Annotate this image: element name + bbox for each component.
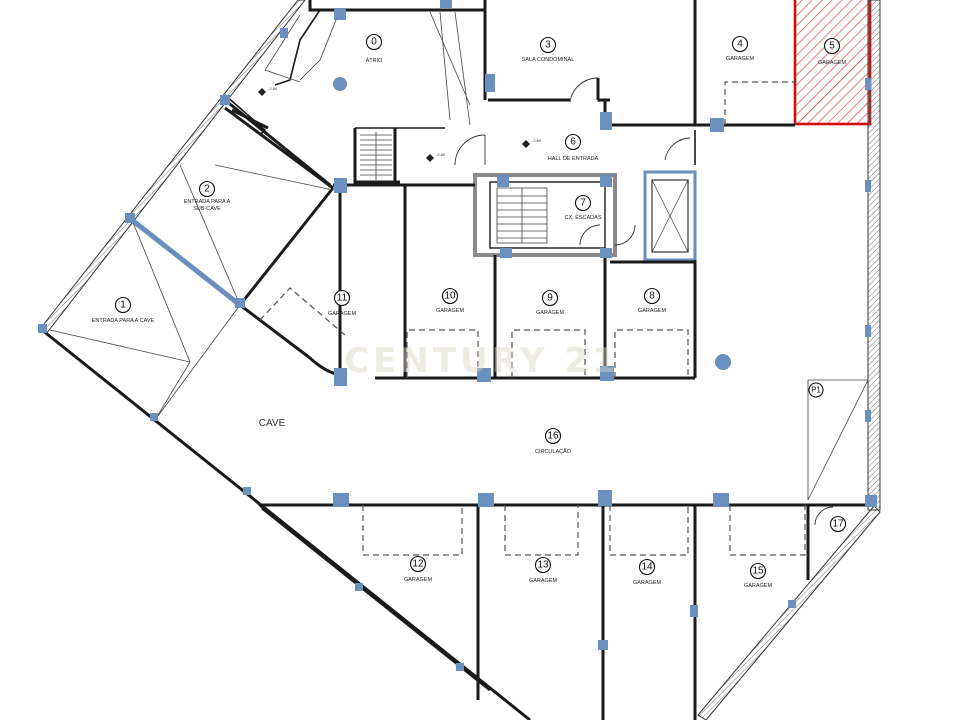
room-number: 16 — [547, 431, 559, 442]
level-mark: -2,80 — [436, 152, 446, 157]
room-number: 17 — [832, 519, 844, 530]
room-label: SUB-CAVE — [193, 206, 221, 212]
room-number: 10 — [444, 291, 456, 302]
room-number-circle — [731, 35, 749, 53]
entrance-ramps — [49, 106, 335, 421]
room-label: GARAGEM — [404, 577, 433, 583]
room-number-circle — [114, 296, 132, 314]
room-number-circle — [198, 180, 216, 198]
highlighted-garage-5 — [793, 0, 872, 126]
room-number: 3 — [545, 40, 551, 51]
level-mark: -2,80 — [268, 86, 278, 91]
room-number-circle — [643, 287, 661, 305]
room-label: GARAGEM — [633, 580, 662, 586]
room-number: 9 — [547, 293, 553, 304]
stairs-atrium — [360, 132, 392, 180]
room-number-circle — [333, 289, 351, 307]
room-number: 7 — [580, 198, 586, 209]
level-marks: -2,80 -2,80 -2,80 — [258, 86, 542, 162]
level-mark-icon — [522, 140, 530, 148]
exterior-walls — [39, 0, 881, 720]
pillar-tag-circle — [808, 382, 824, 398]
room-label: GARAGEM — [638, 308, 667, 314]
area-label-cave: CAVE — [259, 418, 286, 429]
room-number: 6 — [570, 137, 576, 148]
room-number: 4 — [737, 39, 743, 50]
room-number: 2 — [204, 184, 210, 195]
room-number-circle — [441, 287, 459, 305]
room-number-circle — [823, 37, 841, 55]
room-number-circle — [544, 427, 562, 445]
room-number: 12 — [412, 559, 424, 570]
pillar-tag: P1 — [811, 386, 821, 395]
level-mark-icon — [258, 88, 266, 96]
room-label: SALA CONDOMINAL — [522, 57, 575, 63]
garages-middle-row — [239, 183, 697, 380]
room-label: GARAGEM — [529, 578, 558, 584]
room-label: CIRCULAÇÃO — [535, 448, 572, 455]
room-label: GARAGEM — [536, 310, 565, 316]
level-mark: -2,80 — [532, 138, 542, 143]
pillar-p1-area — [807, 379, 869, 501]
room-label: ÁTRIO — [366, 57, 384, 64]
stair-core — [473, 170, 697, 262]
room-label: ENTRADA PARA A — [184, 199, 231, 205]
room-number-circle — [574, 194, 592, 212]
room-number: 15 — [752, 566, 764, 577]
room-label: GARAGEM — [436, 308, 465, 314]
room-label: ENTRADA PARA A CAVE — [92, 318, 155, 324]
room-number-circle — [409, 555, 427, 573]
room-label: HALL DE ENTRADA — [548, 156, 599, 162]
room-label: CX. ESCADAS — [565, 215, 602, 221]
room-number-circle — [638, 558, 656, 576]
room-number: 14 — [641, 562, 653, 573]
room-number: 11 — [337, 293, 348, 304]
room-number-circle — [541, 289, 559, 307]
room-number-circle — [749, 562, 767, 580]
room-number-circle — [829, 515, 847, 533]
room-label: GARAGEM — [328, 311, 357, 317]
room-number: 8 — [649, 291, 655, 302]
room-number-circle — [534, 556, 552, 574]
watermark: CENTURY 21 — [344, 341, 620, 381]
room-number: 0 — [371, 37, 377, 48]
room-number-circle — [539, 36, 557, 54]
room-number-circle — [365, 33, 383, 51]
room-number-circle — [564, 133, 582, 151]
room-number: 13 — [537, 560, 549, 571]
room-label: GARAGEM — [726, 56, 755, 62]
garages-south-row — [262, 503, 875, 720]
north-rooms — [224, 0, 871, 187]
room-number: 5 — [829, 41, 835, 52]
structural-columns — [38, 0, 877, 671]
room-label: GARAGEM — [818, 60, 847, 66]
level-mark-icon — [426, 154, 434, 162]
room-label: GARAGEM — [744, 583, 773, 589]
room-number: 1 — [120, 300, 126, 311]
